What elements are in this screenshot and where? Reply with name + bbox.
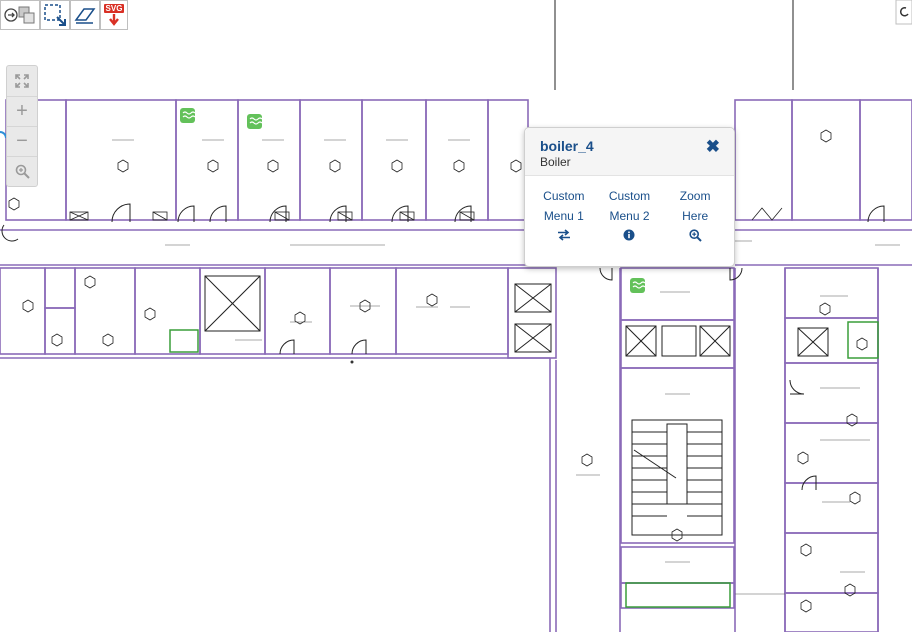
layers-icon — [4, 6, 35, 24]
menu-item-line2: Here — [682, 209, 709, 223]
magnifier-icon — [15, 164, 30, 179]
minus-icon: − — [16, 130, 28, 152]
plus-icon: + — [16, 100, 28, 122]
menu-item-line2: Menu 2 — [609, 209, 650, 223]
zoom-in-button[interactable]: + — [7, 96, 37, 126]
menu-item-line1: Custom — [608, 189, 651, 203]
eraser-button[interactable] — [70, 0, 100, 30]
info-circle-icon — [623, 229, 635, 241]
custom-menu-2-button[interactable]: Custom Menu 2 — [599, 186, 659, 242]
zoom-out-button[interactable]: − — [7, 126, 37, 156]
zoom-in-icon — [689, 229, 702, 242]
popup-title: boiler_4 — [540, 138, 594, 154]
export-svg-icon: SVG — [104, 3, 124, 27]
eraser-icon — [74, 8, 96, 24]
close-icon[interactable]: ✖ — [705, 137, 720, 156]
menu-item-line1: Zoom — [679, 189, 711, 203]
svg-label: SVG — [104, 3, 124, 13]
zoom-fit-button[interactable] — [7, 156, 37, 186]
layers-button[interactable] — [0, 0, 40, 30]
select-area-icon — [44, 4, 66, 26]
select-area-button[interactable] — [40, 0, 70, 30]
custom-menu-1-button[interactable]: Custom Menu 1 — [534, 186, 594, 242]
popup-subtitle: Boiler — [540, 155, 571, 169]
exchange-icon — [557, 229, 570, 241]
zoom-here-button[interactable]: Zoom Here — [665, 186, 725, 242]
fullscreen-button[interactable] — [7, 66, 37, 96]
asset-popup: boiler_4 Boiler ✖ Custom Menu 1 Custom M… — [524, 127, 735, 267]
zoom-controls: + − — [6, 65, 38, 187]
popup-menu: Custom Menu 1 Custom Menu 2 Zoom Here — [525, 176, 734, 242]
expand-icon — [15, 74, 29, 88]
popup-header: boiler_4 Boiler ✖ — [525, 128, 734, 176]
export-svg-button[interactable]: SVG — [100, 0, 128, 30]
menu-item-line2: Menu 1 — [543, 209, 584, 223]
menu-item-line1: Custom — [543, 189, 585, 203]
